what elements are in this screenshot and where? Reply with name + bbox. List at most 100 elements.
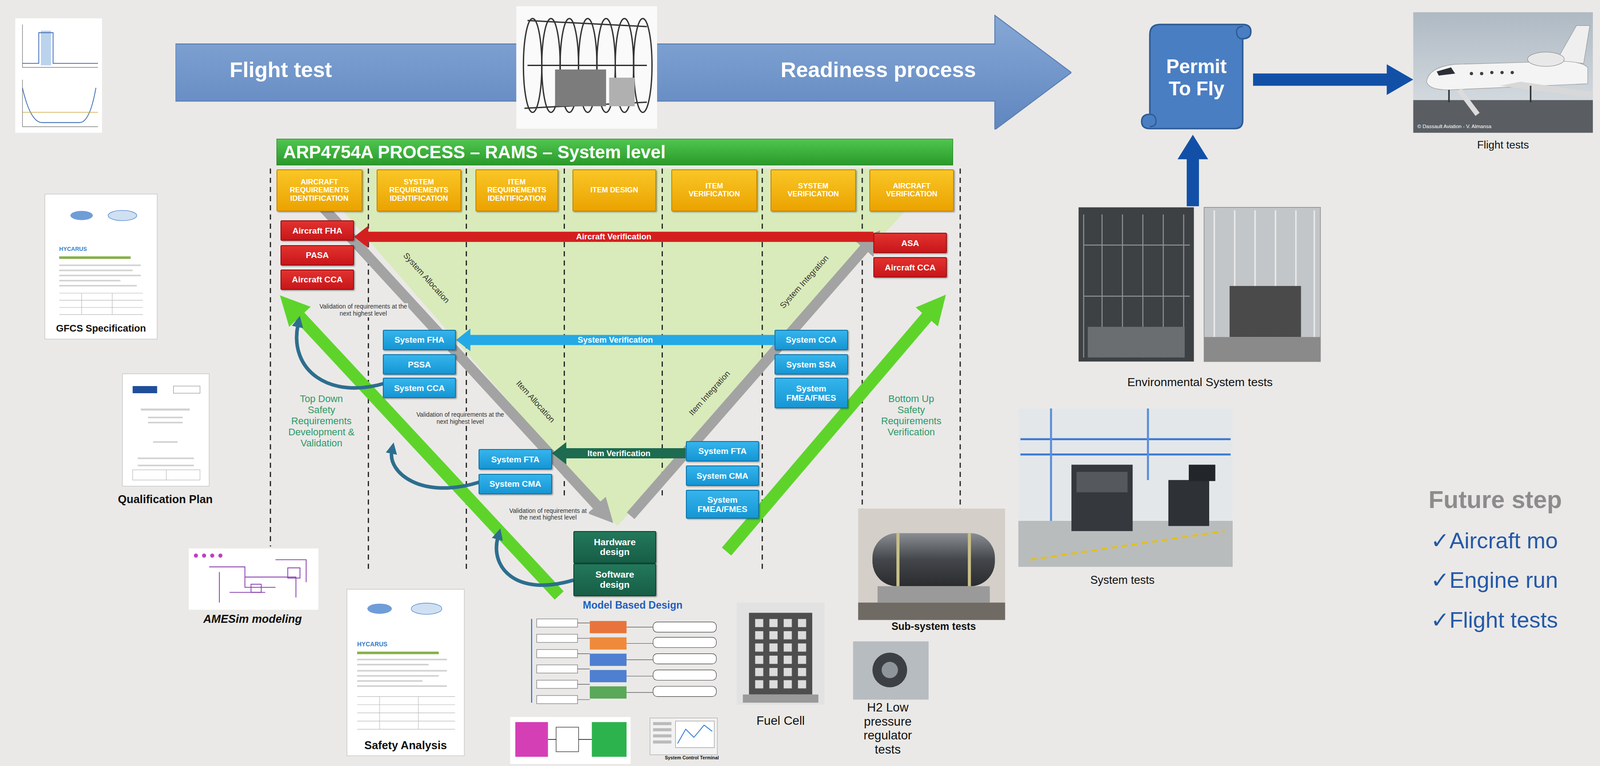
screenshot-thumbnail (653, 734, 672, 738)
box-label: PSSA (407, 359, 431, 370)
design-box: Software design (573, 563, 657, 596)
environment-photo (1203, 336, 1321, 362)
aircraft-photo (1527, 52, 1565, 67)
scroll-shape (1149, 114, 1157, 127)
flowchart-thumbnail (536, 679, 578, 688)
document-thumbnail (147, 416, 183, 418)
v-arrow (295, 188, 931, 596)
document-thumbnail (132, 385, 157, 394)
safety-box: System FTA (478, 448, 553, 470)
safety-box: ASA (873, 232, 947, 254)
document-thumbnail (346, 588, 465, 756)
box-label: ITEM VERIFICATION (681, 182, 748, 199)
document-thumbnail (59, 256, 131, 259)
fuselage-picture (516, 6, 658, 129)
box-label: SYSTEM REQUIREMENTS IDENTIFICATION (385, 178, 452, 203)
document-text: HYCARUS (59, 245, 88, 253)
box-label: System CCA (785, 334, 837, 345)
caption: Environmental System tests (1078, 375, 1322, 389)
environment-photo (1078, 207, 1321, 362)
label-slot: ✓Engine run (1430, 567, 1558, 593)
tank-photo (898, 533, 970, 587)
document-thumbnail (59, 279, 121, 281)
label-slot: System Control Terminal (657, 755, 726, 761)
test-bench-photo (1018, 408, 1233, 567)
document-thumbnail (137, 464, 195, 466)
box-label: Hardware design (586, 537, 644, 558)
aircraft-photo (1469, 70, 1514, 76)
test-bench-photo (1030, 530, 1225, 560)
schematic-thumbnail (209, 559, 307, 603)
fuel-cell-photo (743, 694, 819, 703)
document-thumbnail (132, 469, 200, 480)
document-thumbnail (357, 685, 448, 687)
schematic-thumbnail (251, 583, 262, 592)
curve-note: Validation of requirements at the next h… (318, 303, 409, 318)
test-bench-photo (1188, 464, 1216, 481)
box-label: SYSTEM VERIFICATION (779, 182, 847, 199)
document-thumbnail (357, 663, 429, 666)
safety-box: System SSA (774, 354, 849, 375)
screenshot-thumbnail (650, 717, 718, 755)
document-thumbnail (357, 658, 448, 660)
aircraft-photo (1469, 71, 1473, 75)
document-thumbnail (59, 292, 144, 315)
fuselage-picture (555, 69, 607, 107)
aircraft-photo (1479, 71, 1484, 75)
flowchart-thumbnail (536, 664, 578, 673)
safety-box: System CMA (478, 473, 553, 495)
caption: Qualification Plan (114, 492, 217, 506)
document-thumbnail (357, 669, 448, 671)
caption: Model Based Design (551, 599, 715, 611)
chart-thumbnail (15, 18, 103, 133)
flowchart-thumbnail (536, 649, 578, 658)
edge-label-slot: System Verification (575, 334, 656, 345)
aircraft-photo (1499, 81, 1592, 98)
caption: AMESim modeling (178, 612, 327, 626)
environment-photo (1203, 207, 1321, 362)
chart-thumbnail (22, 24, 98, 127)
process-box: AIRCRAFT VERIFICATION (869, 169, 954, 211)
document-thumbnail (411, 603, 442, 615)
box-label: System SSA (786, 359, 837, 370)
block-diagram-thumbnail (515, 721, 549, 757)
document-thumbnail (59, 264, 141, 287)
fuselage-picture (516, 6, 658, 129)
caption: GFCS Specification (40, 322, 162, 334)
caption: Fuel Cell (734, 713, 827, 728)
test-bench-photo (1071, 464, 1133, 531)
box-label: System FTA (490, 454, 540, 464)
side-note: Bottom Up Safety Requirements Verificati… (875, 393, 947, 438)
document-thumbnail (122, 373, 210, 486)
tank-photo (877, 585, 990, 603)
label-slot: © Dassault Aviation - V. Almansa (1417, 123, 1492, 130)
column-divider (270, 168, 961, 572)
document-thumbnail (357, 674, 439, 677)
caption: H2 Low pressure regulator tests (848, 700, 927, 757)
aircraft-photo (1490, 70, 1494, 74)
chart-thumbnail (22, 87, 97, 123)
box-label: AIRCRAFT VERIFICATION (878, 182, 946, 199)
environment-photo (1083, 214, 1191, 358)
aircraft-photo (1510, 70, 1514, 74)
schematic-thumbnail (188, 548, 319, 610)
document-thumbnail (59, 274, 141, 277)
flowchart-thumbnail (589, 620, 627, 634)
document-thumbnail (357, 679, 423, 682)
flowchart-thumbnail (653, 653, 717, 664)
schematic-thumbnail (202, 553, 207, 558)
side-note: Top Down Safety Requirements Development… (287, 393, 355, 449)
flowchart-thumbnail (589, 669, 627, 682)
document-thumbnail (59, 264, 141, 266)
aircraft-photo (1436, 67, 1456, 76)
block-arrow (354, 225, 874, 249)
design-box: Hardware design (573, 530, 657, 564)
box-label: ITEM REQUIREMENTS IDENTIFICATION (483, 178, 550, 203)
fuel-cell-photo (748, 612, 813, 694)
heading: Future step (1428, 485, 1562, 514)
caption-slot: Flight tests (1413, 138, 1593, 152)
regulator-photo (881, 661, 899, 678)
edge-label: Aircraft Verification (573, 231, 655, 242)
box-label: Aircraft FHA (292, 225, 343, 236)
v-model-background (306, 168, 944, 526)
